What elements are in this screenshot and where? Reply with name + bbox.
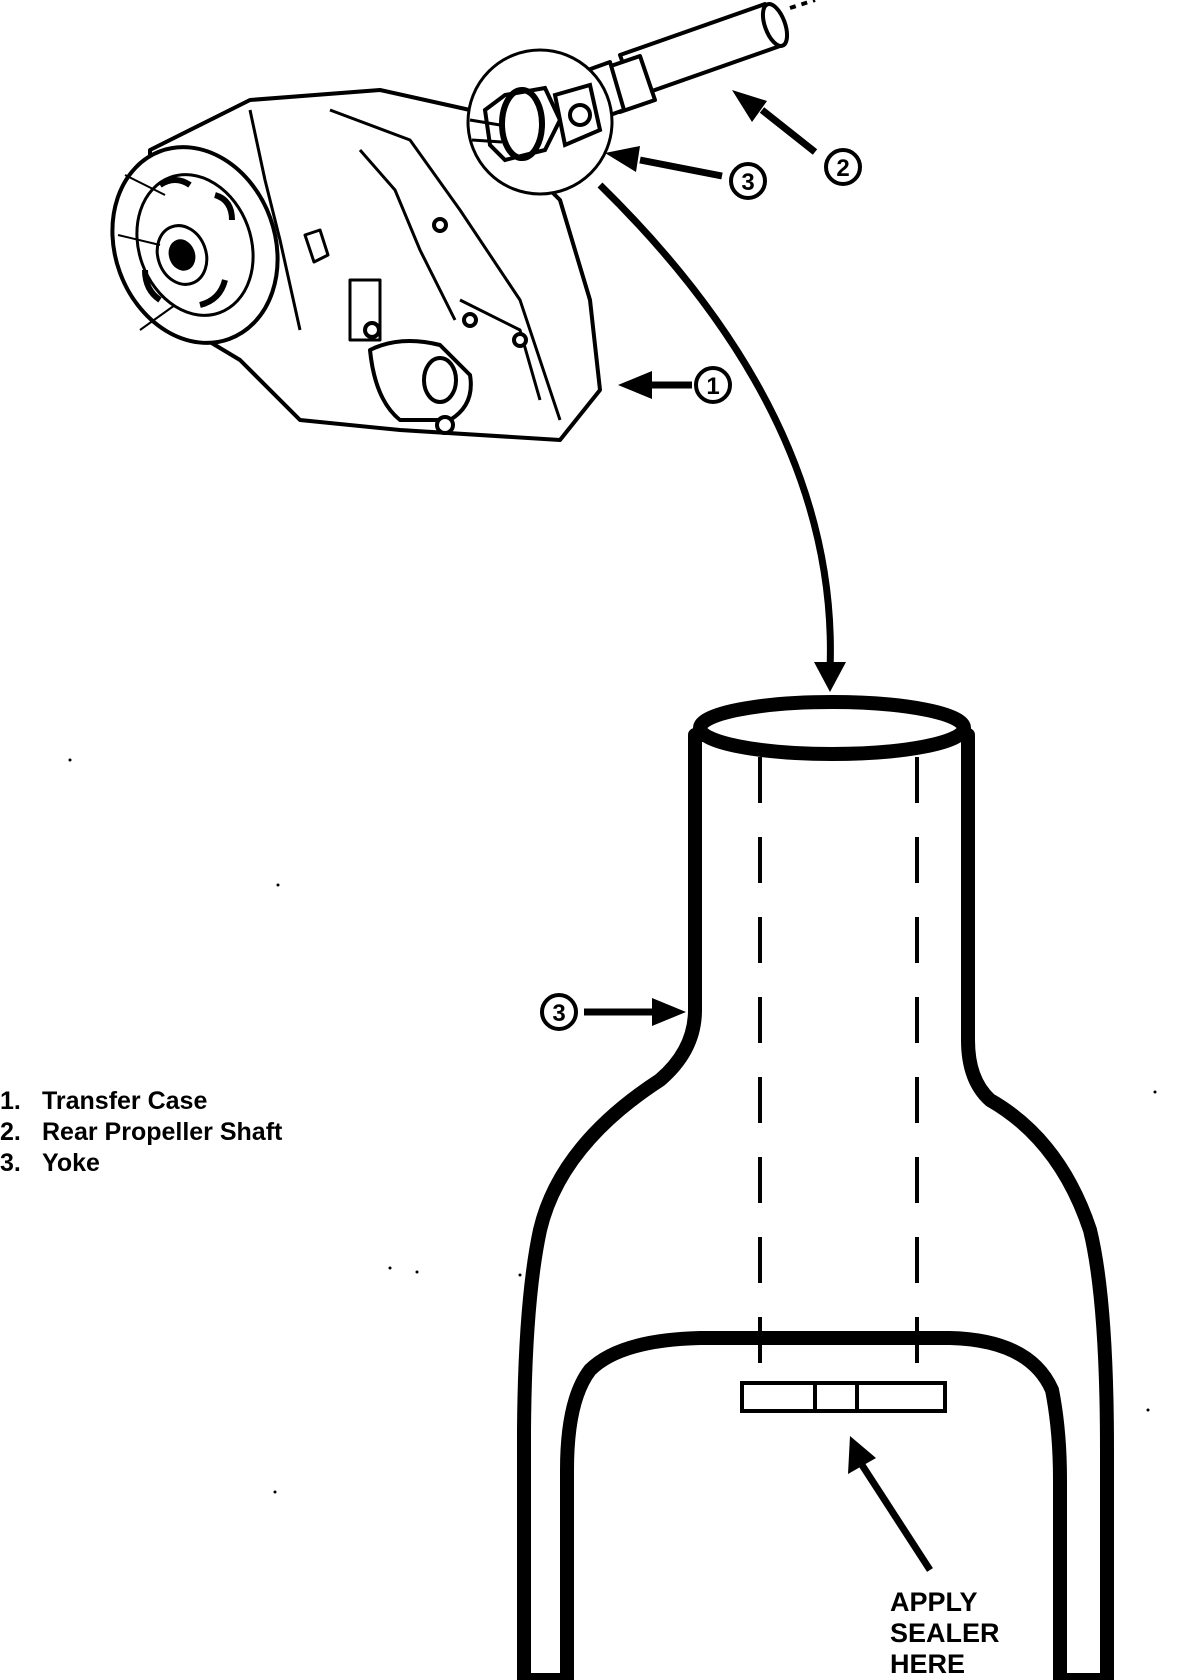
- scan-specks: [68, 758, 1157, 1494]
- callout-1-number: 1: [706, 373, 719, 400]
- callout-3-number-top: 3: [741, 169, 754, 196]
- legend-item-number: 3.: [0, 1149, 21, 1177]
- callout-2-rear-propeller-shaft: 2: [732, 90, 862, 186]
- legend-item-label: Transfer Case: [42, 1087, 208, 1115]
- legend: 1. Transfer Case 2. Rear Propeller Shaft 3…: [0, 1086, 282, 1179]
- legend-item: 1. Transfer Case: [0, 1086, 282, 1117]
- sealer-note-line: HERE: [890, 1649, 966, 1679]
- callout-3-number-detail: 3: [552, 1000, 565, 1027]
- legend-item: 2. Rear Propeller Shaft: [0, 1117, 282, 1148]
- legend-item-label: Rear Propeller Shaft: [42, 1118, 283, 1146]
- legend-item-number: 2.: [0, 1118, 21, 1146]
- callout-2-number: 2: [836, 155, 849, 182]
- callout-3-yoke-detail: 3: [540, 993, 686, 1031]
- legend-item: 3. Yoke: [0, 1148, 282, 1179]
- callout-1-transfer-case: 1: [618, 366, 732, 404]
- detail-connector-arrow: [597, 182, 846, 692]
- callout-3-yoke-top: 3: [605, 146, 767, 200]
- yoke-detail: [517, 695, 1114, 1680]
- legend-item-number: 1.: [0, 1087, 21, 1115]
- yoke-magnifier-circle: [466, 48, 614, 196]
- legend-item-label: Yoke: [42, 1149, 100, 1177]
- apply-sealer-note: APPLY SEALER HERE: [890, 1587, 1000, 1680]
- sealer-note-line: SEALER: [890, 1618, 1000, 1648]
- sealer-note-line: APPLY: [890, 1587, 978, 1617]
- transfer-case: [110, 88, 602, 442]
